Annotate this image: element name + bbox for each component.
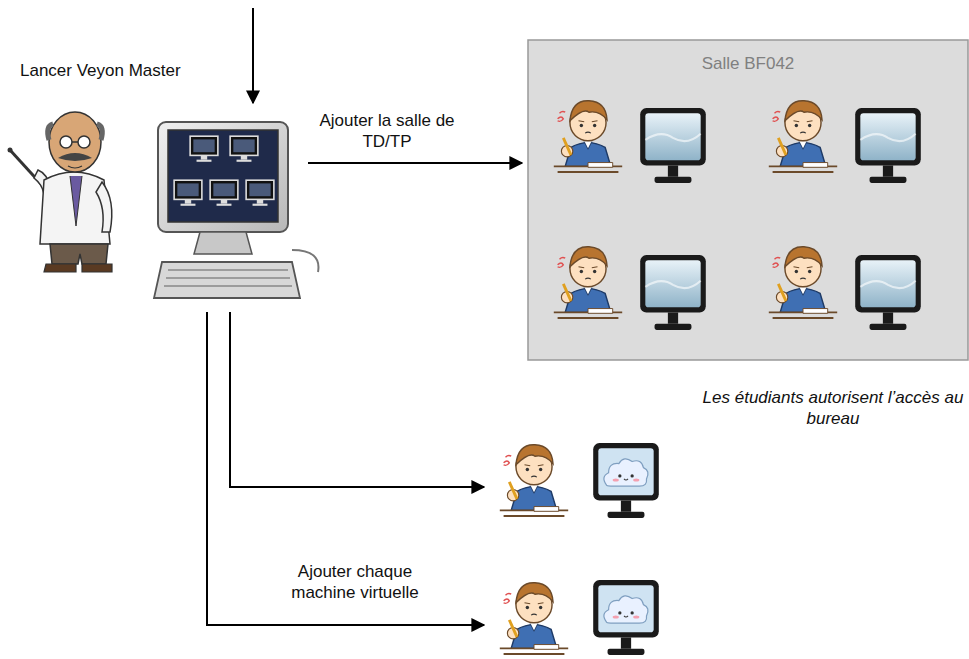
- flow-arrows: [207, 8, 522, 625]
- note: Les étudiants autorisent l’accès au bure…: [702, 387, 964, 429]
- room-ground: [528, 40, 968, 360]
- room-box: Salle BF042: [528, 40, 968, 360]
- arrow-label: Ajouter chaque machine virtuelle: [270, 561, 440, 603]
- step-label: Lancer Veyon Master: [20, 60, 235, 81]
- professor: [8, 112, 113, 272]
- room-title: Salle BF042: [528, 40, 968, 74]
- arrow-label: Ajouter la salle de TD/TP: [312, 110, 462, 152]
- teacher-computer: [154, 122, 318, 298]
